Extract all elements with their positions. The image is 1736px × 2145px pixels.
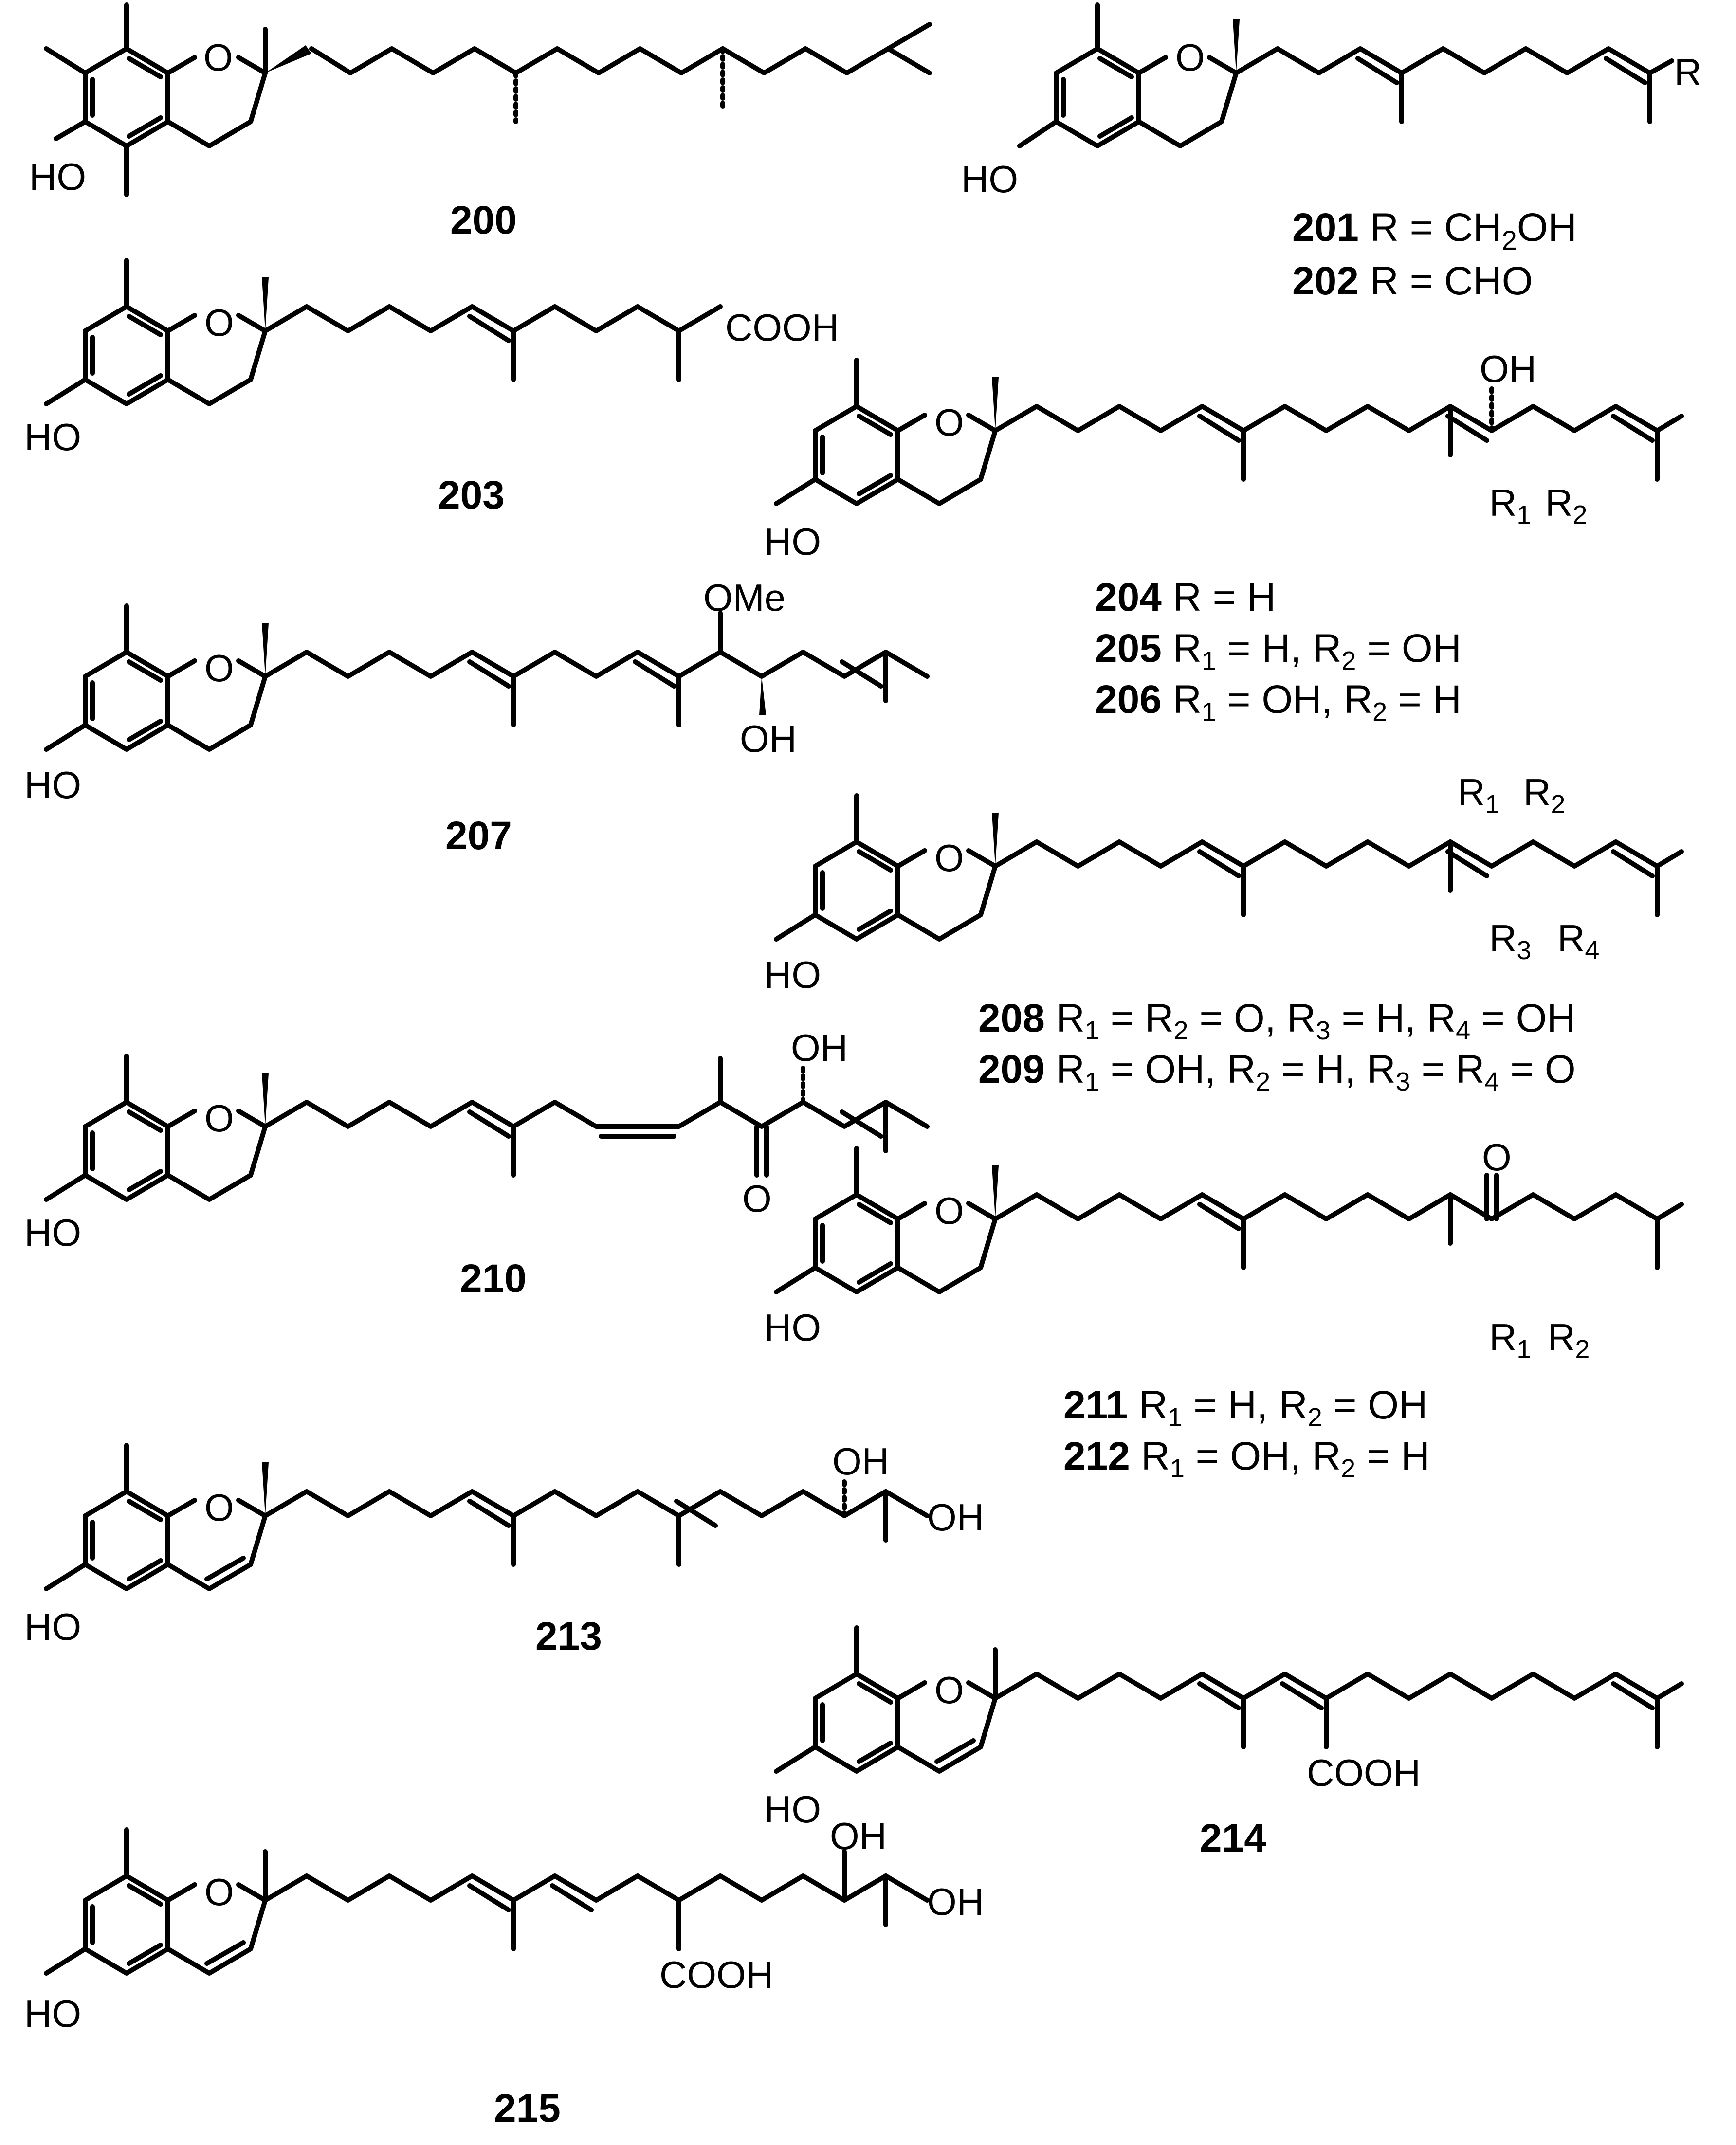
compound-200: HO O 200 [29, 2, 932, 242]
compound-number: 200 [450, 198, 517, 242]
o-label: O [204, 1097, 234, 1140]
rgroup-209: 209 R1 = OH, R2 = H, R3 = R4 = O [978, 1047, 1576, 1096]
compound-number: 207 [445, 814, 512, 858]
compound-215: HO O OH OH COOH 215 [24, 1815, 984, 2130]
compound-204-206: HO O OH R1 R2 204 R = H 205 R1 = H, R2 =… [764, 347, 1684, 727]
oh-label: OH [927, 1880, 984, 1923]
rgroup-204: 204 R = H [1095, 575, 1276, 619]
cooh-label: COOH [1307, 1751, 1421, 1794]
rgroup-201: 201 R = CH2OH [1292, 205, 1577, 255]
ho-label: HO [961, 158, 1018, 200]
r2-label: R2 [1545, 481, 1587, 529]
rgroup-208: 208 R1 = R2 = O, R3 = H, R4 = OH [978, 996, 1576, 1045]
compound-number: 213 [535, 1614, 602, 1658]
oh-label: OH [740, 717, 797, 760]
o-label: O [934, 836, 964, 879]
r2-label: R2 [1523, 771, 1565, 819]
compound-number: 210 [460, 1256, 527, 1301]
ome-label: OMe [703, 576, 786, 619]
r1-label: R1 [1489, 481, 1531, 529]
o-label: O [204, 1486, 234, 1529]
compound-number: 203 [438, 473, 505, 517]
o-label: O [934, 401, 964, 444]
ho-label: HO [24, 416, 81, 458]
rgroup-212: 212 R1 = OH, R2 = H [1063, 1434, 1430, 1483]
oh-label: OH [927, 1496, 984, 1539]
compound-210: HO O O OH 210 [24, 1026, 930, 1301]
ho-label: HO [764, 1306, 821, 1349]
r1-label: R1 [1489, 1316, 1531, 1364]
o-label: O [204, 301, 234, 344]
ho-label: HO [764, 953, 821, 996]
compound-207: HO O OMe OH 207 [24, 576, 930, 858]
rgroup-211: 211 R1 = H, R2 = OH [1063, 1383, 1427, 1432]
cooh-label: COOH [725, 306, 839, 349]
ho-label: HO [764, 1788, 821, 1831]
o-label: O [1175, 36, 1205, 79]
rgroup-206: 206 R1 = OH, R2 = H [1095, 677, 1462, 727]
ho-label: HO [24, 1992, 81, 2035]
compound-number: 214 [1200, 1816, 1266, 1860]
o-label: O [1482, 1136, 1512, 1179]
ho-label: HO [24, 1605, 81, 1648]
rgroup-205: 205 R1 = H, R2 = OH [1095, 626, 1462, 675]
o-label: O [203, 36, 233, 79]
compound-208-209: HO O R1 R2 R3 R4 208 R1 = R2 = O, R3 = H… [764, 771, 1684, 1096]
oh-label: OH [1480, 347, 1536, 390]
oh-label: OH [832, 1440, 889, 1483]
r4-label: R4 [1557, 917, 1599, 965]
o-label: O [204, 647, 234, 690]
r2-label: R2 [1548, 1316, 1590, 1364]
ho-label: HO [764, 520, 821, 563]
r-label: R [1674, 51, 1701, 93]
r3-label: R3 [1489, 917, 1531, 965]
rgroup-202: 202 R = CHO [1292, 259, 1533, 303]
ho-label: HO [24, 763, 81, 806]
compound-203: HO O COOH 203 [24, 260, 839, 517]
compound-211-212: HO O O R1 R2 211 R1 = H, R2 = OH 212 R1 … [764, 1136, 1684, 1483]
ho-label: HO [29, 155, 86, 198]
compound-214: HO O COOH 214 [764, 1628, 1684, 1860]
o-label: O [934, 1669, 964, 1711]
ho-label: HO [24, 1211, 81, 1254]
oh-label: OH [791, 1026, 848, 1069]
o-label: O [934, 1189, 964, 1232]
o-label: O [742, 1177, 772, 1220]
o-label: O [204, 1871, 234, 1913]
compound-201-202: HO O R 201 R = CH2OH 202 R = CHO [961, 2, 1701, 303]
compound-number: 215 [494, 2086, 561, 2130]
compound-213: HO O OH OH 213 [24, 1440, 984, 1658]
cooh-label: COOH [659, 1953, 773, 1996]
r1-label: R1 [1458, 771, 1499, 819]
oh-label: OH [830, 1815, 887, 1857]
